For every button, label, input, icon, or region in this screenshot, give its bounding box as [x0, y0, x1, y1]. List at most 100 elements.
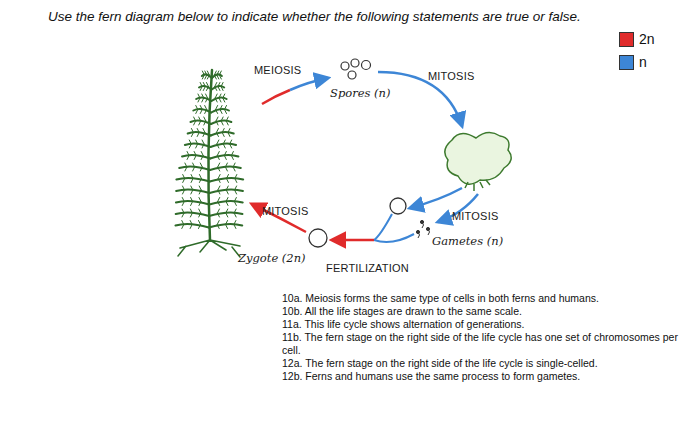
process-label: MITOSIS	[428, 70, 474, 82]
question-statement: 11b. The fern stage on the right side of…	[282, 331, 692, 357]
fern-pinnule	[203, 129, 205, 137]
legend-swatch	[619, 32, 634, 47]
stage-label: Gametes (n)	[432, 234, 503, 248]
fern-pinnule	[235, 175, 237, 183]
stage-label: Zygote (2n)	[238, 251, 306, 265]
fern-pinnule	[182, 209, 184, 217]
fern-pinnule	[221, 117, 223, 125]
fern-pinnule	[189, 140, 191, 148]
fern-pinnule	[216, 129, 218, 137]
question-statement: 10a. Meiosis forms the same type of cell…	[282, 292, 692, 305]
fern-pinnule	[225, 163, 227, 171]
fern-pinnule	[231, 152, 233, 160]
fern-pinnule	[206, 83, 208, 91]
fern-pinnule	[201, 152, 203, 160]
fern-pinnule	[200, 83, 202, 91]
fern-pinnule	[226, 175, 228, 183]
fern-pinnule	[187, 152, 189, 160]
fern-sporophyte	[175, 70, 243, 257]
fern-pinnule	[199, 117, 201, 125]
zygote	[309, 229, 327, 247]
fern-pinnule	[218, 175, 220, 183]
fern-pinnule	[218, 83, 220, 91]
process-label: FERTILIZATION	[326, 262, 409, 274]
fern-pinnule	[218, 198, 220, 206]
fern-pinnule	[220, 106, 222, 114]
fern-pinnule	[191, 198, 193, 206]
fern-pinnule	[206, 94, 208, 102]
gametophyte	[445, 132, 511, 191]
fern-pinnule	[194, 117, 196, 125]
fern-pinnule	[202, 94, 204, 102]
fern-pinnule	[199, 186, 201, 194]
fern-pinnule	[191, 175, 193, 183]
question-statement: 12b. Ferns and humans use the same proce…	[282, 370, 692, 383]
fern-pinnule	[199, 221, 201, 229]
fern-pinnule	[199, 198, 201, 206]
fern-pinnule	[194, 152, 196, 160]
fern-pinnule	[182, 198, 184, 206]
process-label: MITOSIS	[452, 210, 498, 222]
fern-pinnule	[223, 94, 225, 102]
mitosis-arrow-egg	[410, 188, 462, 208]
legend-entry: 2n	[619, 31, 655, 47]
fern-pinnule	[226, 198, 228, 206]
fern-pinnule	[230, 140, 232, 148]
process-label: MITOSIS	[262, 205, 308, 217]
fern-pinnule	[191, 129, 193, 137]
fern-pinnule	[235, 186, 237, 194]
fern-pinnule	[182, 186, 184, 194]
fern-pinnule	[200, 106, 202, 114]
fern-pinnule	[219, 94, 221, 102]
process-label: MEIOSIS	[254, 64, 301, 76]
fern-pinnule	[234, 221, 236, 229]
fern-pinnule	[196, 140, 198, 148]
fern-pinnule	[234, 198, 236, 206]
meiosis-arrow-blue	[290, 78, 328, 90]
fern-pinnule	[223, 140, 225, 148]
fern-pinnule	[233, 163, 235, 171]
fern-pinnule	[204, 117, 206, 125]
question-list: 10a. Meiosis forms the same type of cell…	[282, 292, 692, 383]
legend-entry: n	[619, 54, 647, 70]
fern-pinnule	[217, 221, 219, 229]
fern-pinnule	[226, 117, 228, 125]
fern-pinnule	[224, 152, 226, 160]
fern-pinnule	[217, 209, 219, 217]
fern-pinnule	[217, 140, 219, 148]
legend-label: 2n	[639, 31, 655, 47]
fern-pinnule	[190, 221, 192, 229]
fern-pinnule	[217, 152, 219, 160]
fern-pinnule	[205, 71, 207, 79]
meiosis-arrow-red	[262, 90, 290, 104]
legend-label: n	[639, 54, 647, 70]
fern-pinnule	[226, 209, 228, 217]
fern-pinnule	[214, 71, 216, 79]
fern-pinnule	[218, 163, 220, 171]
question-statement: 11a. This life cycle shows alternation o…	[282, 318, 692, 331]
fern-pinnule	[197, 129, 199, 137]
fern-pinnule	[190, 209, 192, 217]
fern-pinnule	[199, 175, 201, 183]
sperm	[416, 220, 429, 238]
sperm-join	[374, 234, 414, 242]
question-statement: 12a. The fern stage on the right side of…	[282, 357, 692, 370]
fern-pinnule	[185, 163, 187, 171]
fern-pinnule	[215, 83, 217, 91]
fern-pinnule	[217, 71, 219, 79]
fern-pinnule	[200, 163, 202, 171]
fern-pinnule	[203, 83, 205, 91]
fern-pinnule	[199, 209, 201, 217]
fern-pinnule	[196, 106, 198, 114]
fern-pinnule	[202, 71, 204, 79]
fern-pinnule	[226, 221, 228, 229]
fertilization-arrow	[332, 239, 374, 242]
fern-pinnule	[216, 106, 218, 114]
egg	[390, 198, 406, 214]
fern-pinnule	[198, 94, 200, 102]
fern-pinnule	[193, 163, 195, 171]
fern-pinnule	[216, 117, 218, 125]
fern-pinnule	[182, 221, 184, 229]
fern-pinnule	[228, 129, 230, 137]
question-statement: 10b. All the life stages are drawn to th…	[282, 305, 692, 318]
